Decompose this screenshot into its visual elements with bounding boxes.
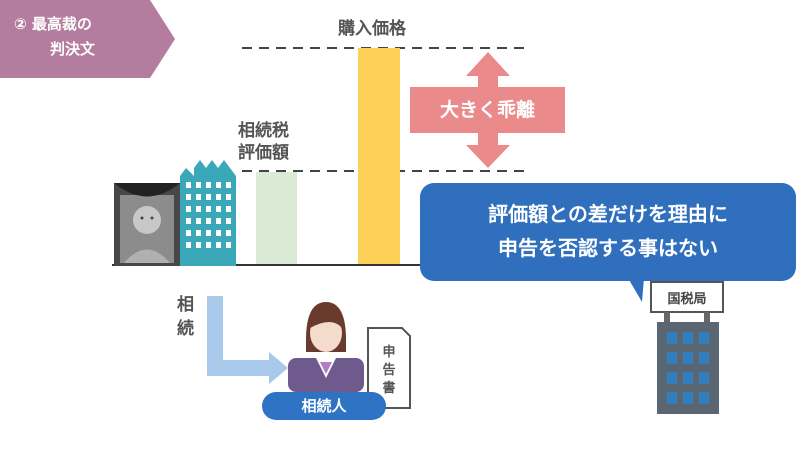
heir-label: 相続人 [262, 392, 386, 420]
apartment-building-icon [180, 160, 236, 266]
inheritance-label-char-1: 相 [177, 295, 194, 315]
valuation-label-line-1: 相続税 [238, 121, 289, 141]
badge-line-2: 判決文 [50, 40, 96, 58]
tax-office-label: 国税局 [667, 292, 707, 307]
document-char-3: 書 [382, 381, 396, 396]
purchase-price-label: 購入価格 [338, 19, 406, 39]
callout-line-1: 評価額との差だけを理由に [488, 202, 728, 226]
section-badge: ② 最高裁の 判決文 [0, 0, 175, 78]
document-char-1: 申 [382, 345, 396, 360]
deceased-portrait [114, 183, 180, 266]
callout-pointer [628, 278, 644, 302]
inheritance-label-char-2: 続 [177, 319, 194, 339]
callout-line-2: 申告を否認する事はない [498, 236, 718, 260]
badge-line-1: ② 最高裁の [14, 15, 92, 33]
ruling-callout: 評価額との差だけを理由に 申告を否認する事はない [420, 183, 796, 281]
bar-purchase-price [358, 48, 400, 265]
divergence-arrow [466, 52, 510, 168]
large-divergence-label: 大きく乖離 [410, 87, 565, 133]
tax-office-building-icon [650, 281, 724, 414]
heir-person-icon [288, 302, 364, 392]
bar-valuation [256, 172, 297, 265]
valuation-label-line-2: 評価額 [238, 143, 289, 163]
inheritance-arrow [207, 296, 288, 384]
document-char-2: 告 [382, 363, 396, 378]
